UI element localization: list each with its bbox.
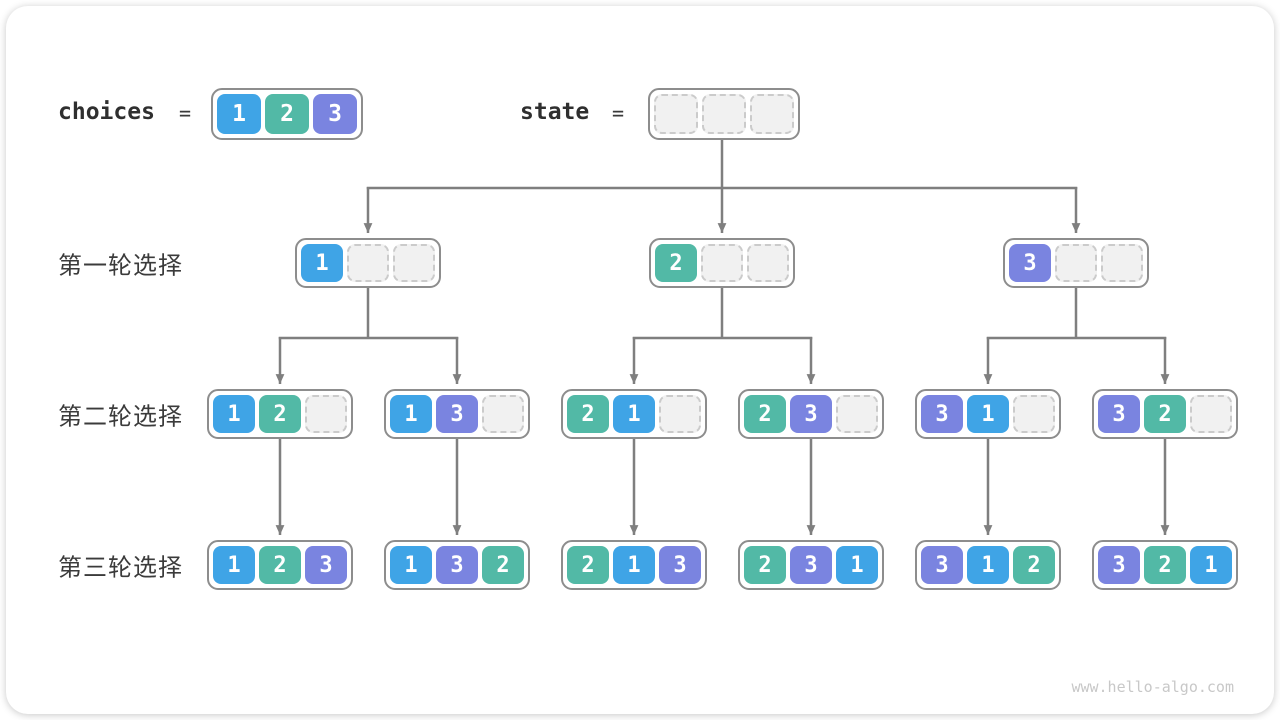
- choice-cell-1: 1: [613, 546, 655, 584]
- choice-cell-2: 2: [567, 546, 609, 584]
- choice-cell-2: 2: [744, 395, 786, 433]
- empty-cell: [654, 94, 698, 134]
- watermark: www.hello-algo.com: [1071, 678, 1234, 696]
- choices-equals-sign: =: [179, 101, 192, 125]
- choice-cell-1: 1: [213, 546, 255, 584]
- choice-cell-3: 3: [313, 94, 357, 134]
- choice-cell-2: 2: [265, 94, 309, 134]
- empty-cell: [702, 94, 746, 134]
- choice-cell-3: 3: [305, 546, 347, 584]
- array-node: 3: [1003, 238, 1149, 288]
- empty-cell: [747, 244, 789, 282]
- choice-cell-1: 1: [390, 395, 432, 433]
- state-array: [648, 88, 800, 140]
- row-label: 第二轮选择: [58, 403, 183, 431]
- choice-cell-1: 1: [213, 395, 255, 433]
- empty-cell: [305, 395, 347, 433]
- choice-cell-3: 3: [921, 546, 963, 584]
- empty-cell: [1013, 395, 1055, 433]
- choice-cell-2: 2: [1013, 546, 1055, 584]
- row-label: 第三轮选择: [58, 554, 183, 582]
- choice-cell-1: 1: [390, 546, 432, 584]
- choice-cell-2: 2: [567, 395, 609, 433]
- choice-cell-3: 3: [436, 395, 478, 433]
- choice-cell-2: 2: [482, 546, 524, 584]
- choice-cell-1: 1: [836, 546, 878, 584]
- empty-cell: [482, 395, 524, 433]
- empty-cell: [659, 395, 701, 433]
- choice-cell-2: 2: [1144, 395, 1186, 433]
- array-node: 1: [295, 238, 441, 288]
- array-node: 2: [649, 238, 795, 288]
- choice-cell-1: 1: [613, 395, 655, 433]
- choice-cell-1: 1: [967, 395, 1009, 433]
- choice-cell-1: 1: [217, 94, 261, 134]
- choice-cell-3: 3: [790, 546, 832, 584]
- empty-cell: [1101, 244, 1143, 282]
- choice-cell-1: 1: [301, 244, 343, 282]
- empty-cell: [1055, 244, 1097, 282]
- state-equals-sign: =: [612, 101, 625, 125]
- choice-cell-3: 3: [921, 395, 963, 433]
- empty-cell: [750, 94, 794, 134]
- choice-cell-1: 1: [967, 546, 1009, 584]
- empty-cell: [1190, 395, 1232, 433]
- choice-cell-1: 1: [1190, 546, 1232, 584]
- empty-cell: [393, 244, 435, 282]
- choice-cell-2: 2: [259, 546, 301, 584]
- state-label: state: [520, 99, 590, 125]
- choice-cell-3: 3: [436, 546, 478, 584]
- choice-cell-3: 3: [659, 546, 701, 584]
- choice-cell-3: 3: [1098, 546, 1140, 584]
- choices-label: choices: [58, 99, 155, 125]
- row-label: 第一轮选择: [58, 252, 183, 280]
- choice-cell-3: 3: [1009, 244, 1051, 282]
- choice-cell-3: 3: [790, 395, 832, 433]
- empty-cell: [347, 244, 389, 282]
- choice-cell-3: 3: [1098, 395, 1140, 433]
- empty-cell: [836, 395, 878, 433]
- empty-cell: [701, 244, 743, 282]
- choice-cell-2: 2: [259, 395, 301, 433]
- choice-cell-2: 2: [1144, 546, 1186, 584]
- choice-cell-2: 2: [744, 546, 786, 584]
- choice-cell-2: 2: [655, 244, 697, 282]
